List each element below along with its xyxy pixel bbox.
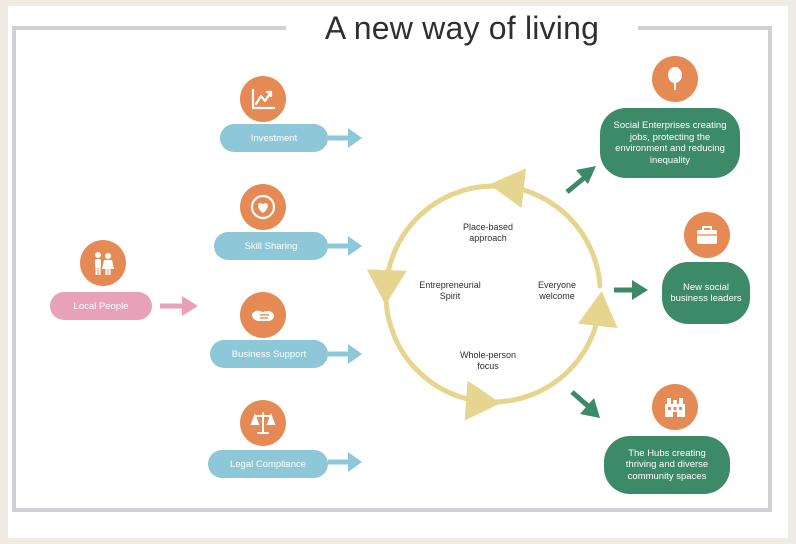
people-icon xyxy=(80,240,126,286)
cycle-label-bottom: Whole-person focus xyxy=(459,350,517,371)
heart-cycle-icon xyxy=(240,184,286,230)
input-arrow-investment xyxy=(328,128,362,148)
handshake-icon xyxy=(240,292,286,338)
cycle-label-left: Entrepreneurial Spirit xyxy=(419,280,481,301)
outcome-pill-social-enterprises: Social Enterprises creating jobs, protec… xyxy=(600,108,740,178)
outcome-pill-hubs: The Hubs creating thriving and diverse c… xyxy=(604,436,730,494)
input-pill-business-support: Business Support xyxy=(210,340,328,368)
building-icon xyxy=(652,384,698,430)
cycle-ring xyxy=(366,168,618,421)
input-arrow-business-support xyxy=(328,344,362,364)
outcome-arrow-bottom xyxy=(570,390,600,418)
cycle-label-right: Everyone welcome xyxy=(537,280,577,301)
input-pill-legal-compliance: Legal Compliance xyxy=(208,450,328,478)
cycle-label-top: Place-based approach xyxy=(462,222,514,243)
input-pill-skill-sharing: Skill Sharing xyxy=(214,232,328,260)
source-arrow xyxy=(160,296,198,316)
outcome-arrow-middle xyxy=(614,280,648,300)
input-pill-investment: Investment xyxy=(220,124,328,152)
scales-icon xyxy=(240,400,286,446)
outcome-arrow-top xyxy=(565,166,596,194)
source-pill-local-people: Local People xyxy=(50,292,152,320)
growth-chart-icon xyxy=(240,76,286,122)
briefcase-icon xyxy=(684,212,730,258)
page-title: A new way of living xyxy=(324,10,600,46)
outcome-pill-new-leaders: New social business leaders xyxy=(662,262,750,324)
input-arrow-skill-sharing xyxy=(328,236,362,256)
input-arrow-legal-compliance xyxy=(328,452,362,472)
tree-icon xyxy=(652,56,698,102)
